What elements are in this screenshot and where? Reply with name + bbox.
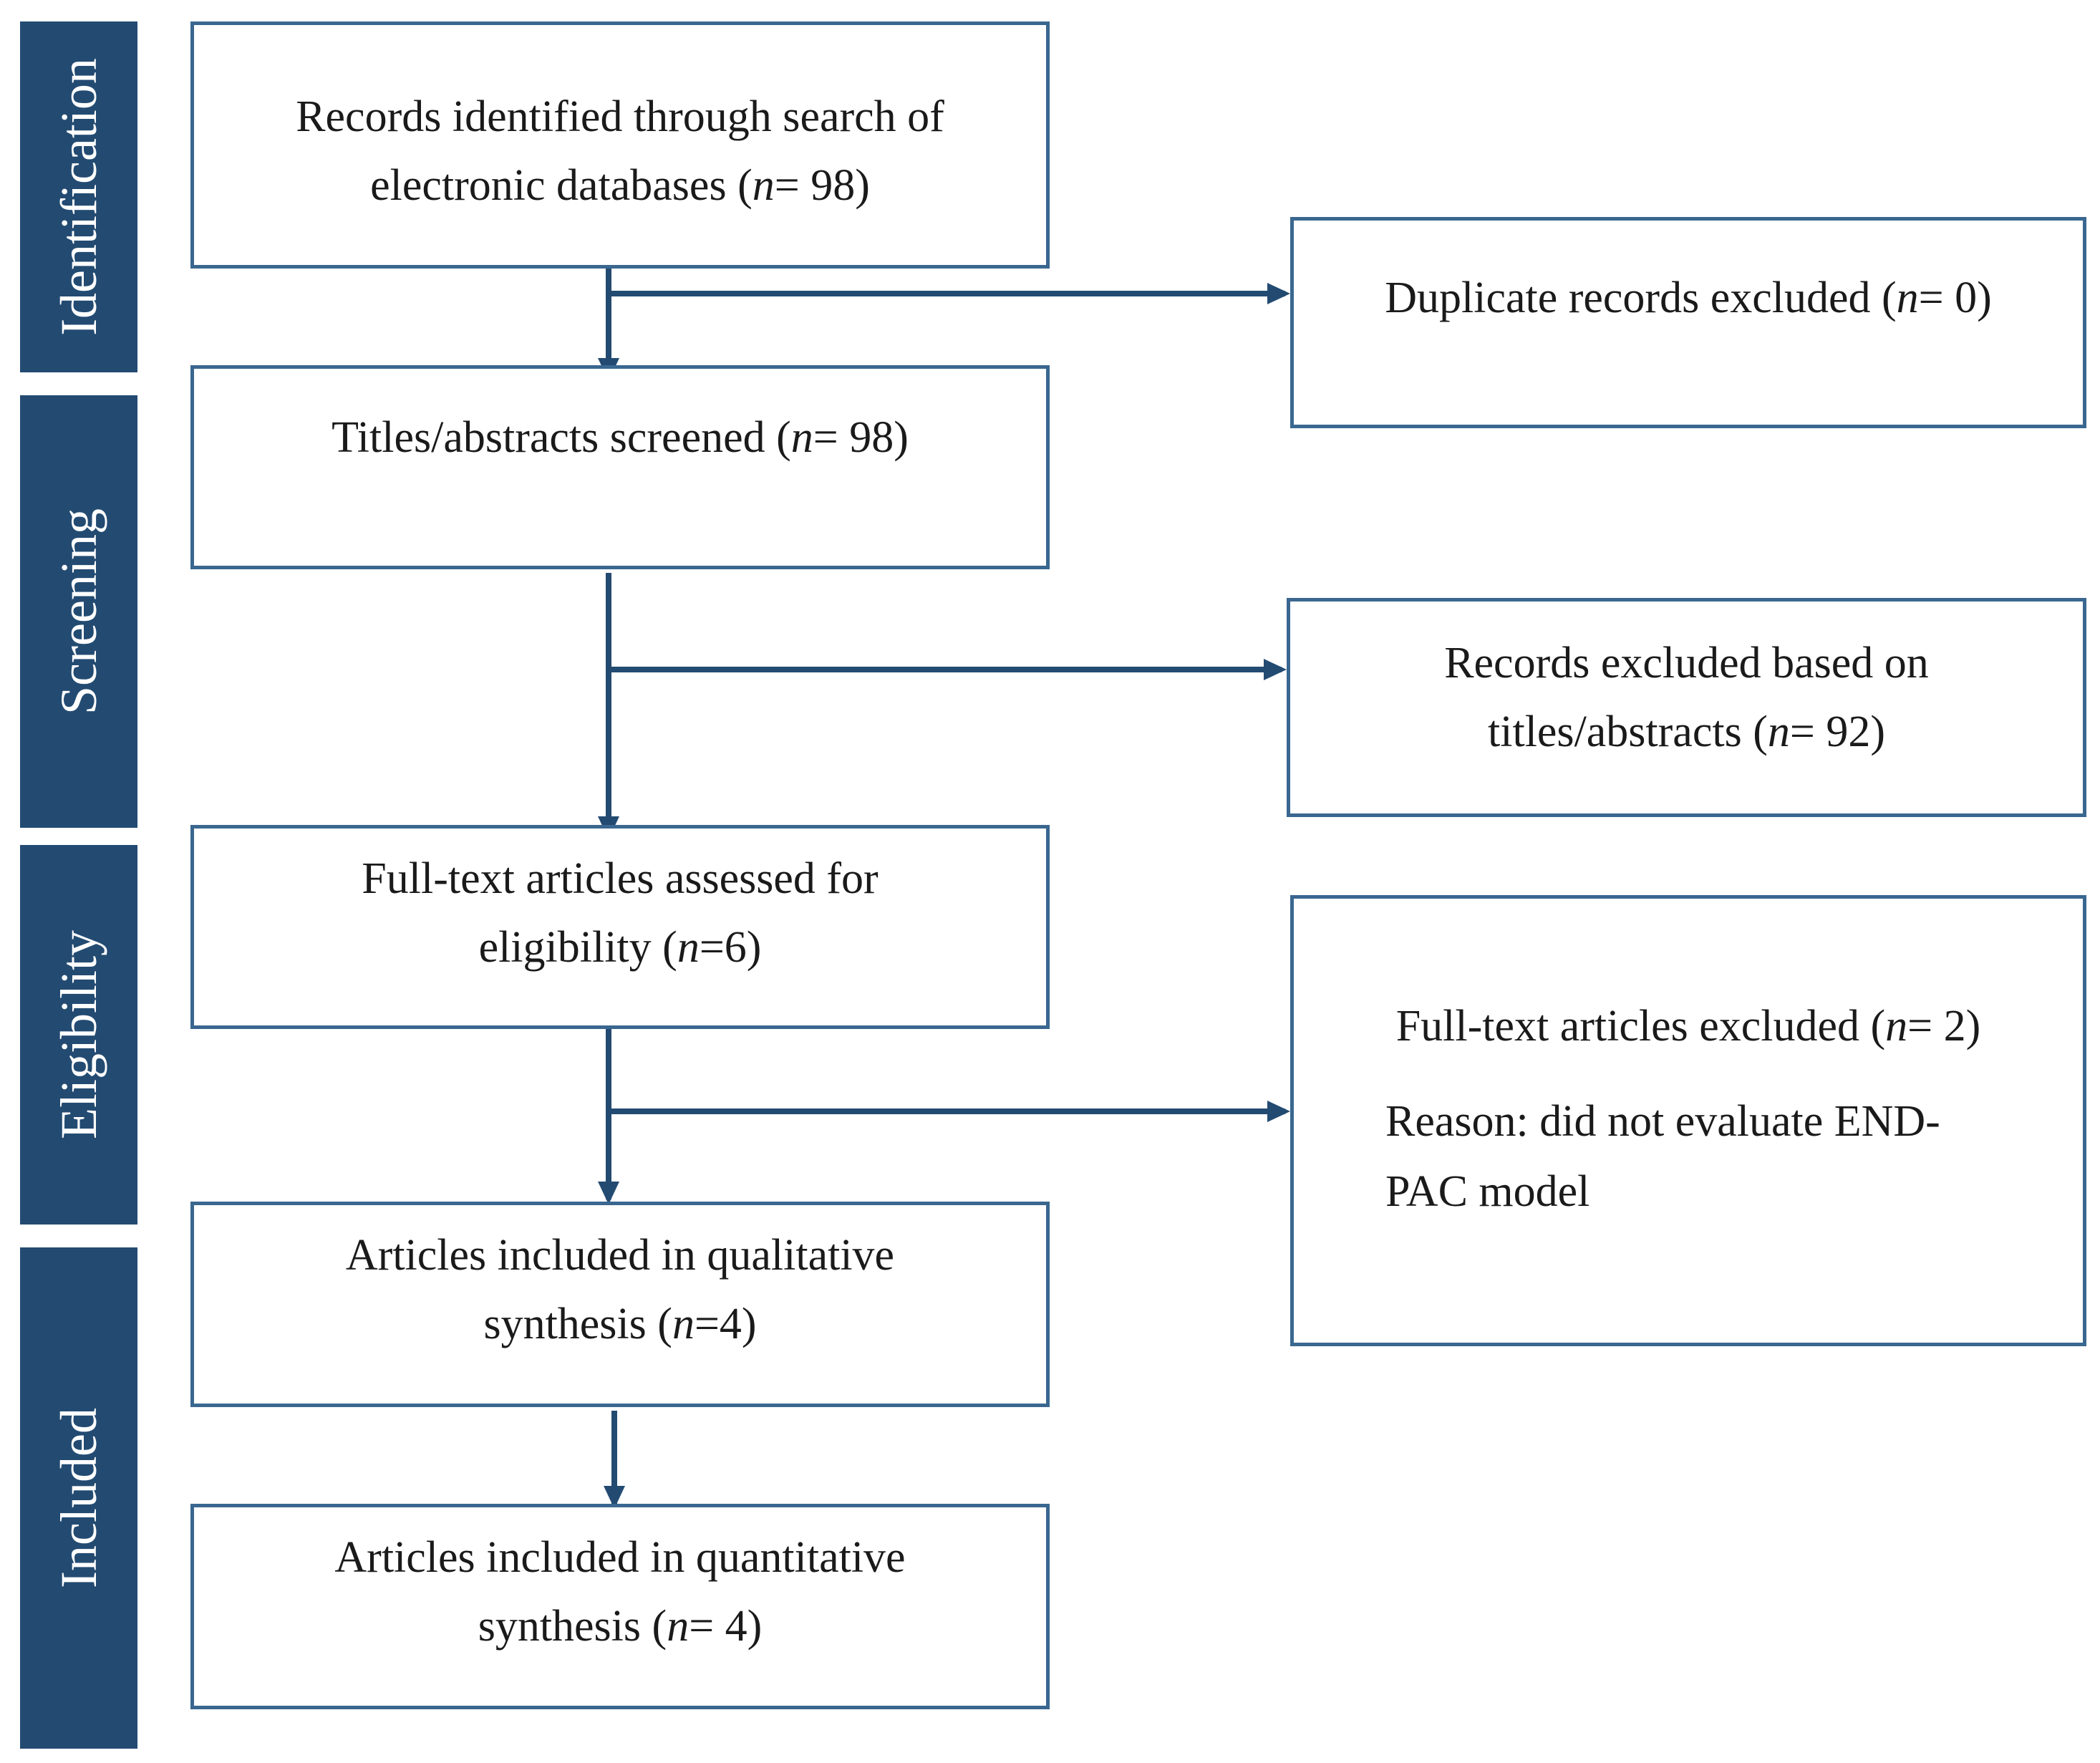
- fulltext-excluded-reason: Reason: did not evaluate END- PAC model: [1294, 1086, 2083, 1227]
- records-excluded-line2: titles/abstracts (n= 92): [1488, 707, 1885, 756]
- fulltext-excluded-box: Full-text articles excluded (n= 2) Reaso…: [1290, 895, 2086, 1346]
- arrowhead-fulltext-excluded: [1267, 1101, 1290, 1122]
- stage-identification: Identification: [20, 21, 137, 372]
- arrowhead-records-excluded: [1264, 659, 1287, 680]
- qualitative-synthesis-box: Articles included in qualitative synthes…: [190, 1202, 1050, 1407]
- fulltext-assessed-box: Full-text articles assessed for eligibil…: [190, 825, 1050, 1029]
- duplicates-line1: Duplicate records excluded (n= 0): [1385, 274, 1992, 322]
- arrowhead-duplicates: [1267, 283, 1290, 304]
- quantitative-line1: Articles included in quantitative: [334, 1533, 906, 1582]
- records-excluded-line1: Records excluded based on: [1444, 639, 1929, 687]
- arrowhead-fulltext-to-qualitative: [598, 1182, 619, 1204]
- titles-screened-box: Titles/abstracts screened (n= 98): [190, 365, 1050, 569]
- quantitative-line2: synthesis (n= 4): [478, 1602, 763, 1651]
- arrowhead-qualitative-to-quantitative: [604, 1486, 625, 1509]
- stage-eligibility: Eligibility: [20, 845, 137, 1225]
- records-identified-box: Records identified through search of ele…: [190, 21, 1050, 269]
- fulltext-assessed-line2: eligibility (n=6): [478, 923, 762, 972]
- records-excluded-box: Records excluded based on titles/abstrac…: [1287, 598, 2086, 817]
- fulltext-assessed-line1: Full-text articles assessed for: [362, 854, 879, 903]
- duplicates-excluded-box: Duplicate records excluded (n= 0): [1290, 217, 2086, 428]
- quantitative-synthesis-box: Articles included in quantitative synthe…: [190, 1504, 1050, 1709]
- reason-line2: PAC model: [1385, 1167, 1590, 1216]
- reason-line1: Reason: did not evaluate END-: [1385, 1097, 1940, 1146]
- qualitative-line1: Articles included in qualitative: [345, 1231, 895, 1280]
- records-identified-line1: Records identified through search of: [296, 92, 944, 141]
- fulltext-excluded-line1: Full-text articles excluded (n= 2): [1395, 1002, 1981, 1050]
- records-identified-line2: electronic databases (n= 98): [370, 161, 870, 210]
- stage-included: Included: [20, 1247, 137, 1749]
- stage-screening: Screening: [20, 395, 137, 828]
- titles-screened-line1: Titles/abstracts screened (n= 98): [332, 413, 909, 462]
- qualitative-line2: synthesis (n=4): [483, 1300, 757, 1348]
